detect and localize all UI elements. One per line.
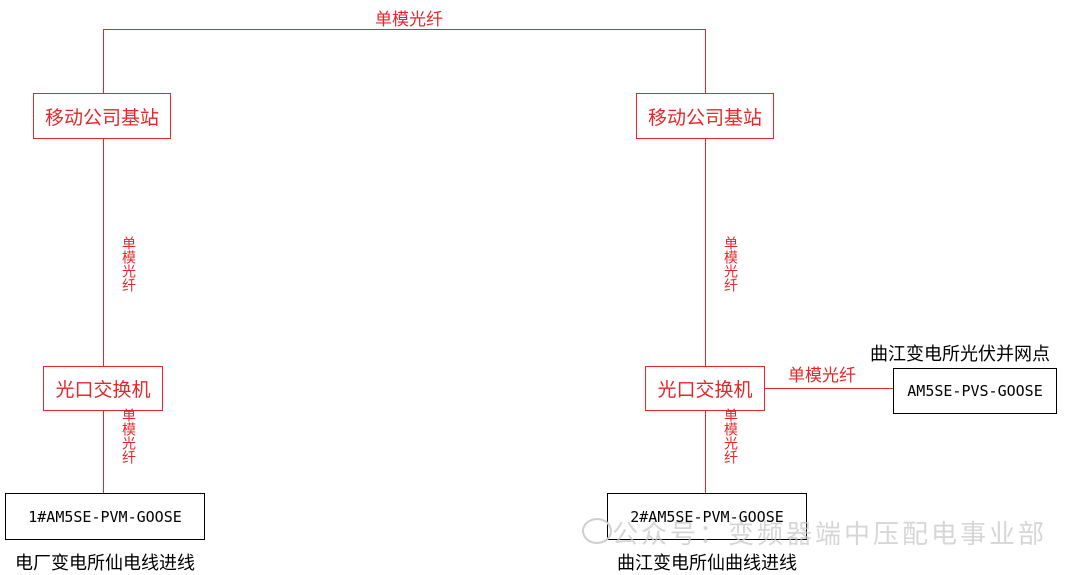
right-goose-device: 2#AM5SE-PVM-GOOSE <box>607 493 807 540</box>
right-fiber-link-upper <box>705 139 706 366</box>
pv-goose-device: AM5SE-PVS-GOOSE <box>893 368 1057 414</box>
pv-fiber-link <box>765 388 893 389</box>
pv-fiber-label: 单模光纤 <box>788 366 856 386</box>
top-fiber-link-left-drop <box>103 29 104 93</box>
left-goose-device: 1#AM5SE-PVM-GOOSE <box>5 493 205 540</box>
watermark-text: 公众号：变频器端中压配电事业部 <box>612 520 1048 550</box>
left-base-station: 移动公司基站 <box>33 93 171 139</box>
left-fiber-label-upper: 单模光纤 <box>120 236 136 292</box>
left-fiber-link-upper <box>103 139 104 366</box>
left-fiber-label-lower: 单模光纤 <box>120 408 136 464</box>
right-base-station: 移动公司基站 <box>636 93 774 139</box>
wechat-logo-icon <box>582 518 612 544</box>
right-fiber-label-upper: 单模光纤 <box>722 236 738 292</box>
left-optical-switch: 光口交换机 <box>43 366 163 411</box>
right-device-caption: 曲江变电所仙曲线进线 <box>617 553 797 574</box>
top-fiber-label: 单模光纤 <box>375 10 443 30</box>
left-fiber-link-lower <box>103 411 104 493</box>
top-fiber-link-right-drop <box>705 29 706 93</box>
left-device-caption: 电厂变电所仙电线进线 <box>15 553 195 574</box>
pv-point-title: 曲江变电所光伏并网点 <box>870 344 1050 365</box>
top-fiber-link-horizontal <box>103 29 706 30</box>
right-optical-switch: 光口交换机 <box>645 366 765 411</box>
right-fiber-link-lower <box>705 411 706 493</box>
right-fiber-label-lower: 单模光纤 <box>722 408 738 464</box>
